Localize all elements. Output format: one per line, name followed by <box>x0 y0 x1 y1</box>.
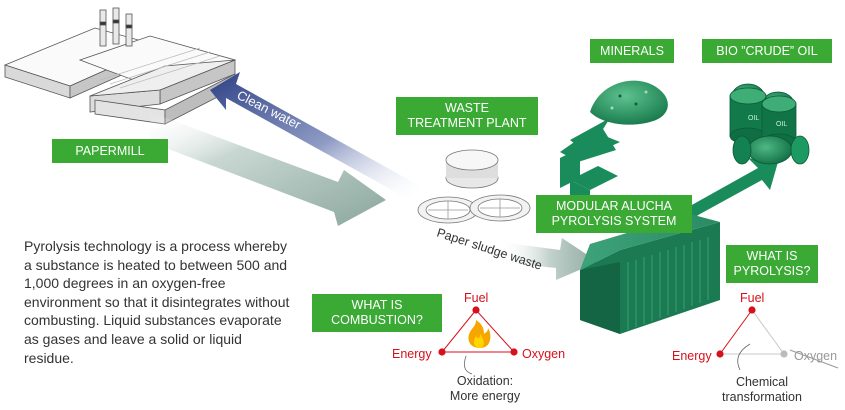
bio-crude-oil-label: BIO ”CRUDE” OIL <box>702 39 832 63</box>
oil-barrels-icon: OIL OIL <box>729 83 810 165</box>
what-is-pyrolysis-label: WHAT IS PYROLYSIS? <box>726 245 818 283</box>
pyrolysis-oxygen-label: Oxygen <box>794 349 838 363</box>
pyrolysis-triangle <box>716 306 839 371</box>
treatment-plant-icon <box>417 149 531 224</box>
waste-treatment-plant-label: WASTE TREATMENT PLANT <box>396 97 538 135</box>
combustion-note: Oxidation: More energy <box>449 374 521 403</box>
barrel-label: OIL <box>776 121 787 128</box>
pyrolysis-container-icon <box>580 214 720 334</box>
combustion-energy-label: Energy <box>392 347 432 361</box>
clean-water-label: Clean water <box>235 87 304 132</box>
flame-icon <box>468 320 491 348</box>
minerals-label: MINERALS <box>590 39 674 63</box>
pyrolysis-description: Pyrolysis technology is a process whereb… <box>24 238 290 366</box>
papermill-label: PAPERMILL <box>52 139 168 163</box>
waste-water-arrow <box>150 112 386 226</box>
combustion-oxygen-label: Oxygen <box>522 347 566 361</box>
combustion-fuel-label: Fuel <box>464 291 489 305</box>
combustion-triangle <box>438 306 518 375</box>
pyrolysis-note: Chemical transformation <box>722 375 802 404</box>
papermill-icon <box>3 7 237 125</box>
pyrolysis-energy-label: Energy <box>672 349 712 363</box>
what-is-combustion-label: WHAT IS COMBUSTION? <box>312 294 442 332</box>
barrel-label: OIL <box>748 115 759 122</box>
modular-alucha-label: MODULAR ALUCHA PYROLYSIS SYSTEM <box>536 195 692 233</box>
sludge-arrow <box>500 238 598 280</box>
clean-water-arrow <box>210 72 420 200</box>
pyrolysis-fuel-label: Fuel <box>740 291 765 305</box>
oxygen-strike-icon <box>789 349 839 369</box>
minerals-pile-icon <box>590 80 668 125</box>
